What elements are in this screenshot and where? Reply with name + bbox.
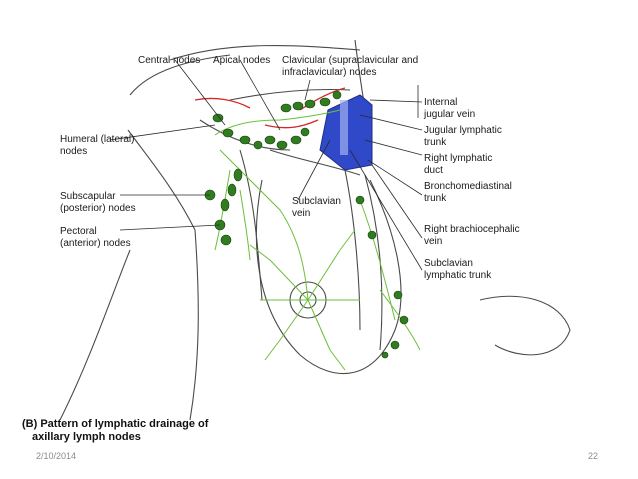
leader-line — [371, 164, 423, 239]
slide-date: 2/10/2014 — [36, 451, 77, 461]
lymph-node — [280, 103, 292, 113]
lymph-node — [381, 351, 389, 359]
leader-line — [367, 159, 423, 196]
lymph-vessel — [214, 109, 341, 136]
figure-caption-line1: (B) Pattern of lymphatic drainage of — [22, 418, 209, 430]
label-central-nodes: Central nodes — [138, 55, 201, 66]
label-bronchomediastinal-trunk-line1: Bronchomediastinal — [424, 181, 512, 192]
lymph-node — [300, 127, 310, 137]
label-jugular-lymphatic-trunk-line2: trunk — [424, 137, 447, 148]
lymph-node — [319, 97, 331, 107]
leader-line — [109, 124, 216, 141]
lymph-node — [227, 183, 237, 197]
flow-arrow — [194, 97, 251, 109]
label-subclavian-vein-line2: vein — [292, 208, 311, 219]
label-clavicular-nodes-line1: Clavicular (supraclavicular and — [282, 55, 419, 66]
label-jugular-lymphatic-trunk-line1: Jugular lymphatic — [424, 125, 502, 136]
label-right-lymphatic-duct-line2: duct — [424, 165, 443, 176]
lymph-vessel — [260, 249, 360, 351]
leader-line — [297, 139, 331, 201]
label-subclavian-lymphatic-trunk-line1: Subclavian — [424, 258, 473, 269]
lymph-node — [233, 168, 243, 182]
lymph-node — [399, 315, 409, 325]
lymph-node — [393, 290, 403, 300]
flow-arrow — [264, 119, 319, 129]
lymph-node — [304, 99, 316, 109]
label-internal-jugular-vein-line1: Internal — [424, 97, 458, 108]
lymph-node — [222, 128, 234, 138]
lymph-node — [253, 140, 263, 150]
label-right-lymphatic-duct-line1: Right lymphatic — [424, 153, 493, 164]
label-subclavian-lymphatic-trunk-line2: lymphatic trunk — [424, 270, 492, 281]
label-internal-jugular-vein-line2: jugular vein — [424, 109, 476, 120]
lymph-node — [220, 234, 232, 246]
clavicle-outline — [229, 88, 351, 101]
slide-page-number: 22 — [588, 451, 599, 461]
label-apical-nodes: Apical nodes — [213, 55, 271, 66]
leader-line — [349, 149, 423, 271]
lymph-node — [290, 135, 302, 145]
lymph-node — [212, 113, 224, 123]
leader-line — [359, 114, 423, 131]
label-pectoral-nodes-line1: Pectoral — [60, 226, 97, 237]
leader-line — [364, 139, 423, 156]
breast-outline — [255, 179, 402, 375]
second-breast-outline — [479, 295, 571, 356]
lymph-vessel — [249, 229, 356, 371]
leader-line — [174, 59, 226, 126]
leader-line — [304, 79, 311, 101]
leader-line — [369, 99, 423, 103]
lymph-node — [355, 195, 365, 205]
leader-line — [119, 224, 221, 231]
lymph-vessel — [214, 169, 251, 261]
figure-caption-line2: axillary lymph nodes — [32, 431, 141, 443]
label-right-brachiocephalic-vein-line2: vein — [424, 236, 443, 247]
lymph-node — [264, 135, 276, 145]
label-clavicular-nodes-line2: infraclavicular) nodes — [282, 67, 377, 78]
label-humeral-nodes-line1: Humeral (lateral) — [60, 134, 135, 145]
label-subscapular-nodes-line2: (posterior) nodes — [60, 203, 136, 214]
figure-caption: (B) Pattern of lymphatic drainage of axi… — [22, 418, 208, 444]
label-subclavian-vein-line1: Subclavian — [292, 196, 341, 207]
label-pectoral-nodes-line2: (anterior) nodes — [60, 238, 131, 249]
lymph-node — [332, 90, 342, 100]
lymph-node — [367, 230, 377, 240]
vein-highlight — [340, 100, 348, 155]
flow-arrow — [299, 87, 346, 111]
lymph-vessel — [219, 149, 309, 301]
lymph-node — [220, 198, 230, 212]
leader-line — [239, 59, 281, 131]
pectoral-fold — [239, 149, 361, 301]
label-bronchomediastinal-trunk-line2: trunk — [424, 193, 447, 204]
label-right-brachiocephalic-vein-line1: Right brachiocephalic — [424, 224, 520, 235]
torso-outline — [169, 44, 361, 421]
lymph-node — [239, 135, 251, 145]
label-humeral-nodes-line2: nodes — [60, 146, 88, 157]
arm-outline — [59, 54, 231, 421]
lymph-node — [276, 140, 288, 150]
label-subscapular-nodes-line1: Subscapular — [60, 191, 116, 202]
lymph-node — [292, 101, 304, 111]
lymph-node — [390, 340, 400, 350]
